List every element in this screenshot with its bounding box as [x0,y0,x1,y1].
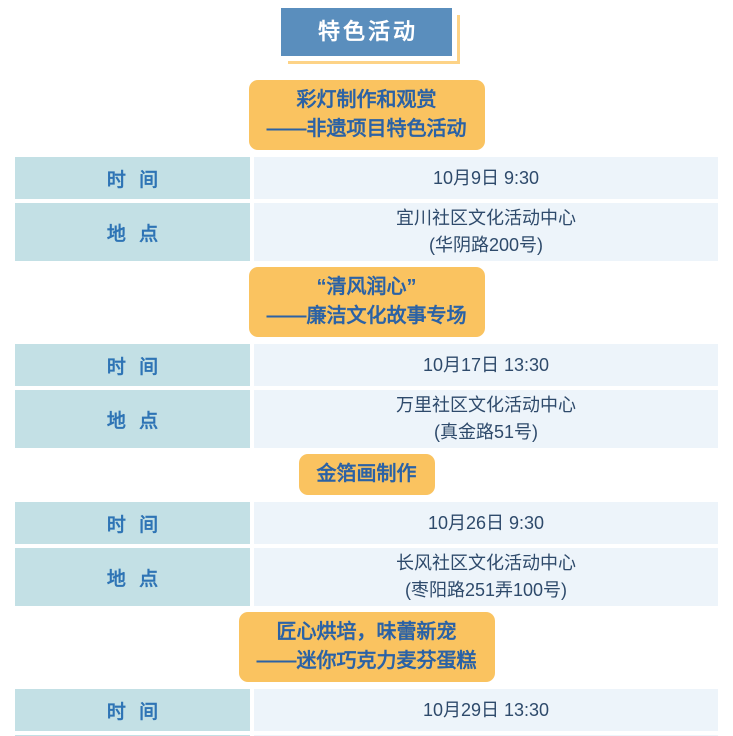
place-row: 地 点 万里社区文化活动中心 (真金路51号) [15,390,718,448]
event-title-line2: ——廉洁文化故事专场 [266,305,467,327]
place-label: 地 点 [15,390,250,448]
event-title-pill: 彩灯制作和观赏 ——非遗项目特色活动 [248,80,485,150]
event-section: 匠心烘培，味蕾新宠 ——迷你巧克力麦芬蛋糕 时 间 10月29日 13:30 地… [15,612,718,736]
time-value: 10月17日 13:30 [254,344,718,386]
page-header: 特色活动 [15,8,718,64]
event-header-row: 金箔画制作 [15,454,718,498]
time-row: 时 间 10月17日 13:30 [15,344,718,386]
time-label: 时 间 [15,502,250,544]
event-title-line1: 彩灯制作和观赏 [296,89,437,111]
time-label: 时 间 [15,344,250,386]
event-title-line2: ——非遗项目特色活动 [266,118,467,140]
time-row: 时 间 10月9日 9:30 [15,157,718,199]
page-title: 特色活动 [317,19,418,44]
place-name: 长风社区文化活动中心 [396,553,576,573]
time-value: 10月29日 13:30 [254,689,718,731]
place-value: 长风社区文化活动中心 (枣阳路251弄100号) [254,548,718,606]
event-header-row: “清风润心” ——廉洁文化故事专场 [15,267,718,340]
event-title-line1: 匠心烘培，味蕾新宠 [276,621,457,643]
event-title-line2: ——迷你巧克力麦芬蛋糕 [256,650,477,672]
place-address: (枣阳路251弄100号) [404,580,568,600]
event-section: “清风润心” ——廉洁文化故事专场 时 间 10月17日 13:30 地 点 万… [15,267,718,448]
place-value: 万里社区文化活动中心 (真金路51号) [254,390,718,448]
place-label: 地 点 [15,203,250,261]
event-header-row: 匠心烘培，味蕾新宠 ——迷你巧克力麦芬蛋糕 [15,612,718,685]
time-label: 时 间 [15,157,250,199]
place-name: 万里社区文化活动中心 [396,395,576,415]
time-value: 10月9日 9:30 [254,157,718,199]
event-title-pill: 金箔画制作 [298,454,435,495]
event-section: 金箔画制作 时 间 10月26日 9:30 地 点 长风社区文化活动中心 (枣阳… [15,454,718,606]
place-address: (华阴路200号) [428,235,544,255]
events-list: 彩灯制作和观赏 ——非遗项目特色活动 时 间 10月9日 9:30 地 点 宜川… [15,80,718,736]
event-header-row: 彩灯制作和观赏 ——非遗项目特色活动 [15,80,718,153]
place-value: 宜川社区文化活动中心 (华阴路200号) [254,203,718,261]
event-title-line1: 金箔画制作 [316,463,417,485]
place-row: 地 点 宜川社区文化活动中心 (华阴路200号) [15,203,718,261]
event-title-pill: “清风润心” ——廉洁文化故事专场 [248,267,485,337]
place-address: (真金路51号) [433,422,538,442]
time-label: 时 间 [15,689,250,731]
event-title-pill: 匠心烘培，味蕾新宠 ——迷你巧克力麦芬蛋糕 [238,612,495,682]
event-title-line1: “清风润心” [316,276,417,298]
time-row: 时 间 10月29日 13:30 [15,689,718,731]
page-title-badge: 特色活动 [280,8,461,64]
time-row: 时 间 10月26日 9:30 [15,502,718,544]
time-value: 10月26日 9:30 [254,502,718,544]
place-label: 地 点 [15,548,250,606]
event-section: 彩灯制作和观赏 ——非遗项目特色活动 时 间 10月9日 9:30 地 点 宜川… [15,80,718,261]
place-row: 地 点 长风社区文化活动中心 (枣阳路251弄100号) [15,548,718,606]
place-name: 宜川社区文化活动中心 [396,208,576,228]
